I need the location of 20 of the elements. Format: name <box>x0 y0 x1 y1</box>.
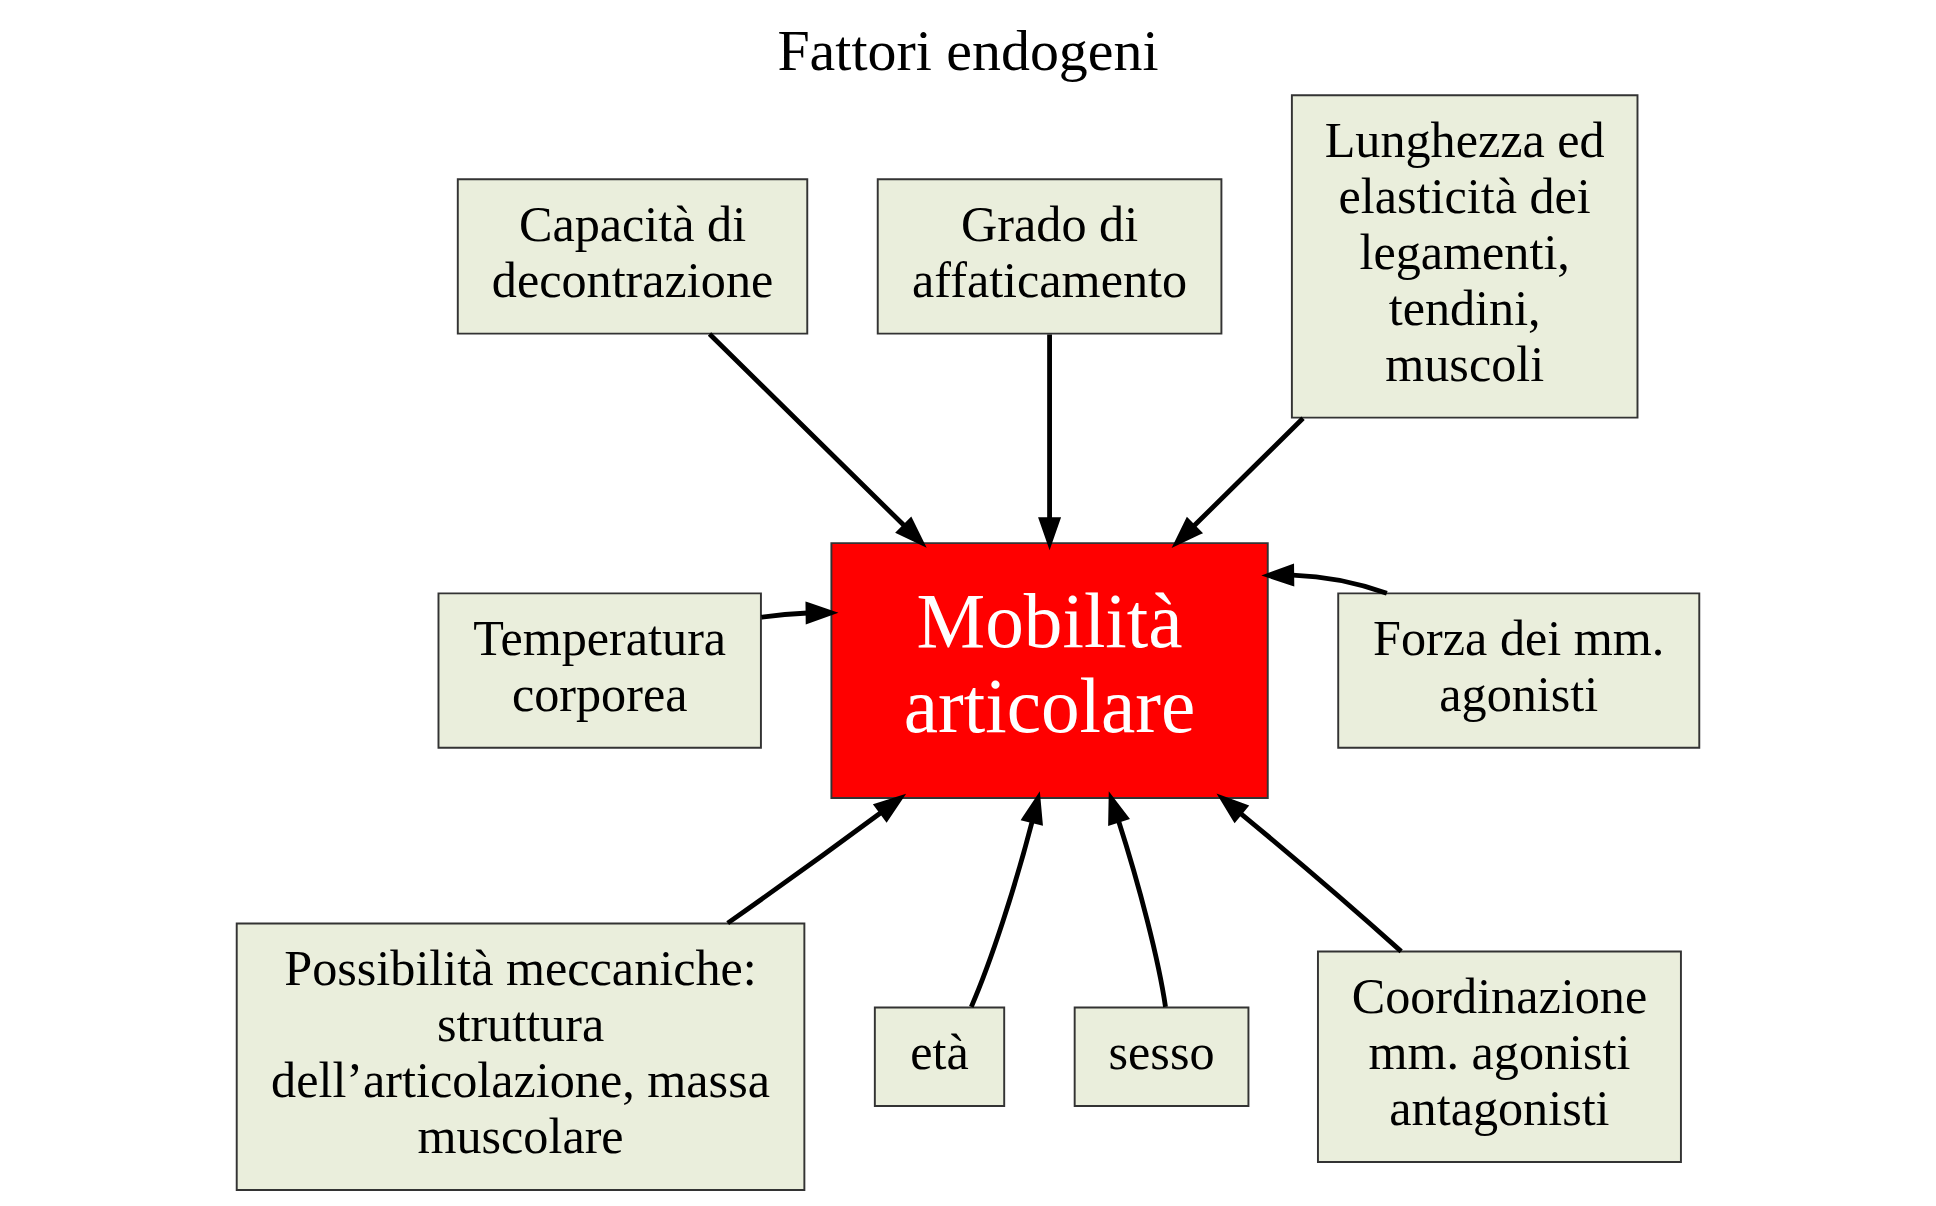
arrow <box>761 601 839 625</box>
node-box: Forza dei mm. agonisti <box>1337 592 1701 749</box>
arrow <box>1261 563 1388 596</box>
arrow <box>1171 416 1305 549</box>
node-box: Lunghezza ed elasticità dei legamenti, tendini, muscoli <box>1290 94 1639 419</box>
node-box: Mobilità articolare <box>830 542 1269 799</box>
node-box: Possibilità meccaniche: struttura dell’articolazione, massa muscolare <box>235 922 806 1191</box>
node-box: Grado di affaticamento <box>876 178 1223 335</box>
node-box: Temperatura corporea <box>437 592 762 749</box>
node-box: Coordinazione mm. agonisti antagonisti <box>1317 950 1682 1163</box>
node-box: età <box>873 1006 1006 1107</box>
arrow <box>1108 791 1168 1008</box>
node-box: Capacità di decontrazione <box>456 178 809 335</box>
arrow <box>726 793 907 926</box>
arrow <box>969 791 1043 1008</box>
diagram-title: Fattori endogeni <box>777 18 1159 84</box>
arrow <box>707 332 927 548</box>
arrow <box>1038 334 1062 551</box>
node-box: sesso <box>1073 1006 1250 1107</box>
arrow <box>1216 793 1403 954</box>
